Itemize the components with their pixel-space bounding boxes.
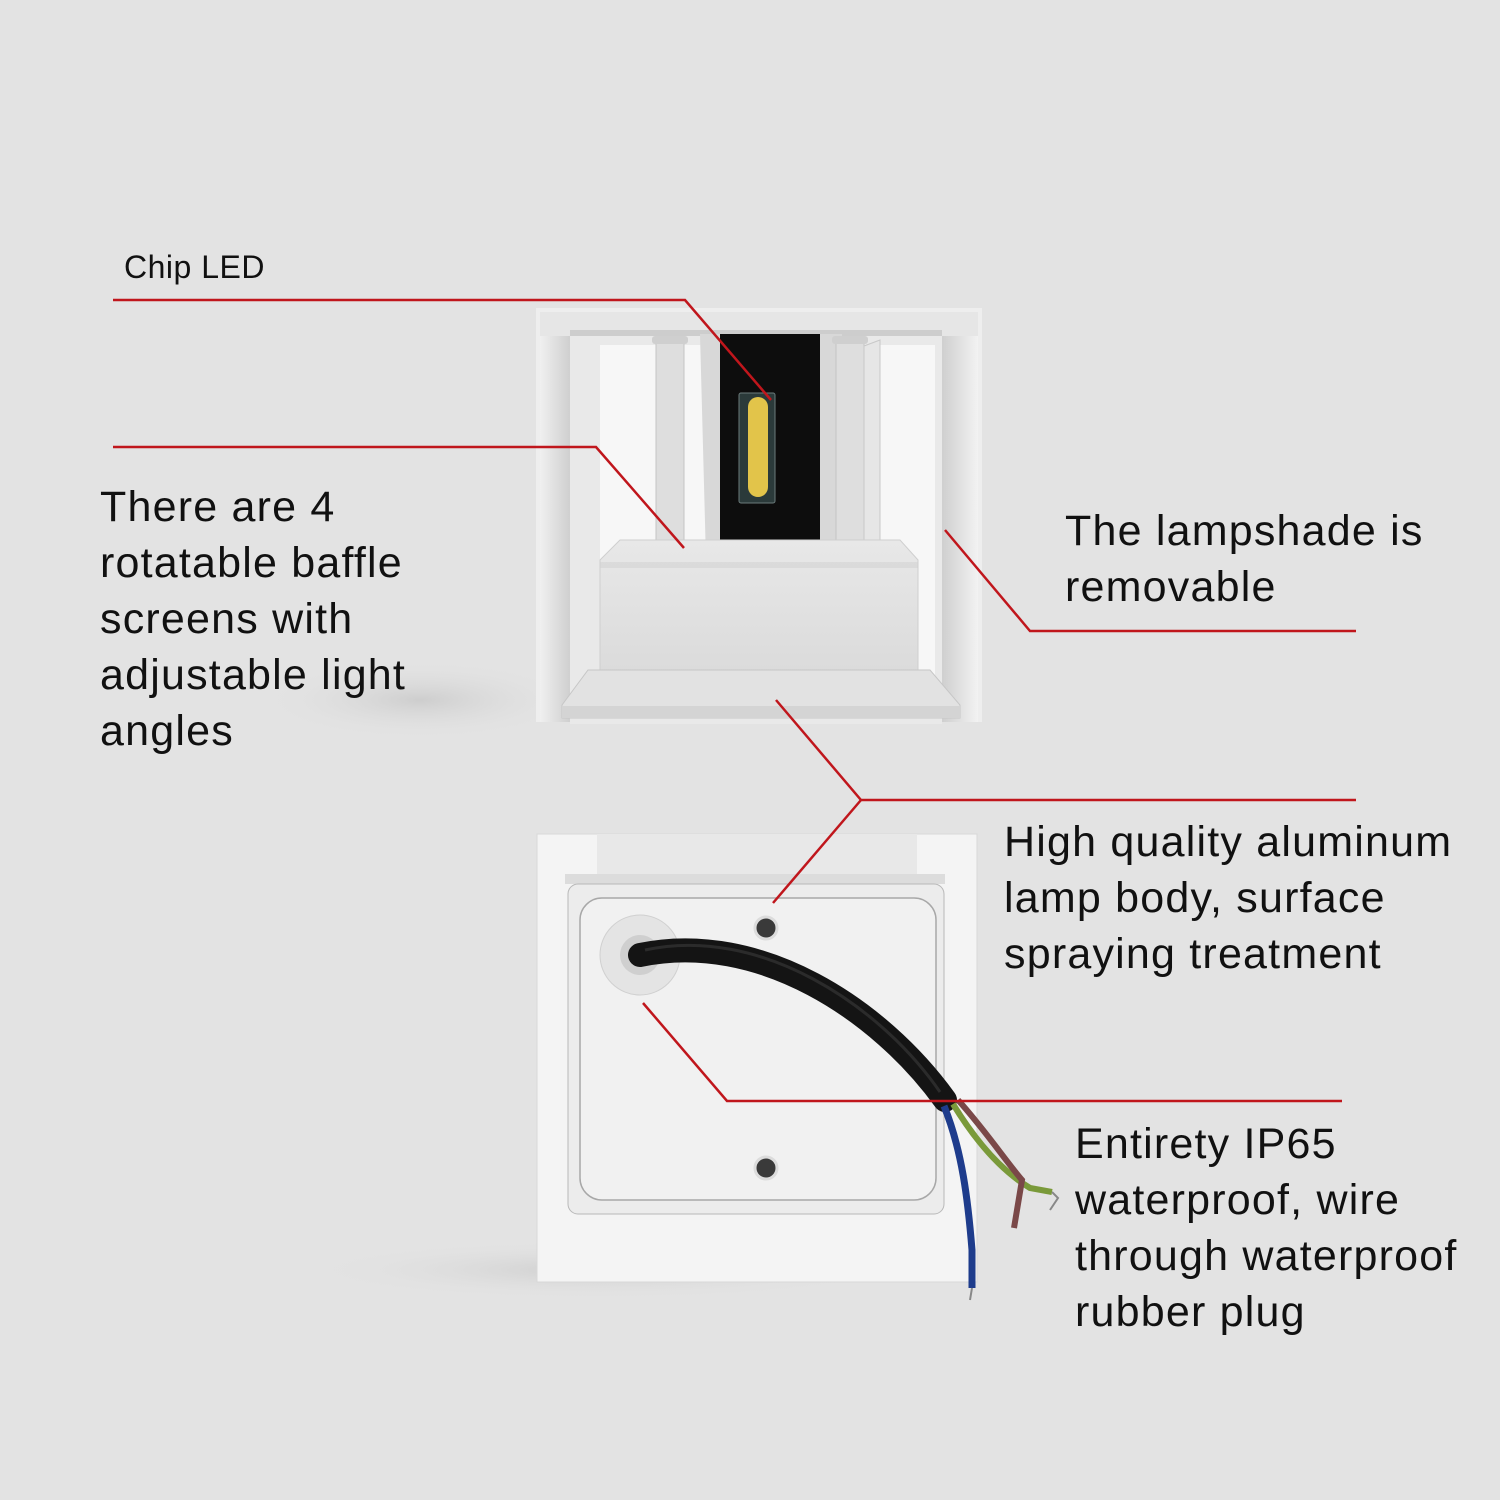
lamp-back-view bbox=[300, 833, 1060, 1301]
screw-hole-top bbox=[753, 915, 779, 941]
callout-baffles: There are 4 rotatable baffle screens wit… bbox=[100, 483, 407, 755]
leader-line-baffles bbox=[113, 445, 685, 549]
baffle-screens bbox=[652, 334, 881, 581]
led-chip bbox=[748, 397, 768, 497]
wire-blue bbox=[940, 1104, 976, 1288]
power-cable bbox=[628, 938, 957, 1112]
callout-chip-led: Chip LED bbox=[124, 249, 265, 285]
leader-line-lampshade bbox=[944, 529, 1356, 633]
callout-ip65-waterproof: Entirety IP65 waterproof, wire through w… bbox=[1075, 1120, 1458, 1336]
leader-line-waterproof bbox=[642, 1002, 1342, 1103]
leader-line-body-lower bbox=[772, 799, 862, 904]
callout-lampshade: The lampshade is removable bbox=[1065, 507, 1424, 611]
callout-aluminum-body: High quality aluminum lamp body, surface… bbox=[1004, 818, 1453, 978]
lamp-front-view bbox=[260, 308, 982, 740]
wire-yellow-green bbox=[950, 1102, 1053, 1195]
wire-brown bbox=[955, 1097, 1026, 1229]
leader-lines bbox=[113, 298, 1356, 1103]
leader-line-chip-led bbox=[113, 298, 772, 401]
screw-hole-bottom bbox=[753, 1155, 779, 1181]
